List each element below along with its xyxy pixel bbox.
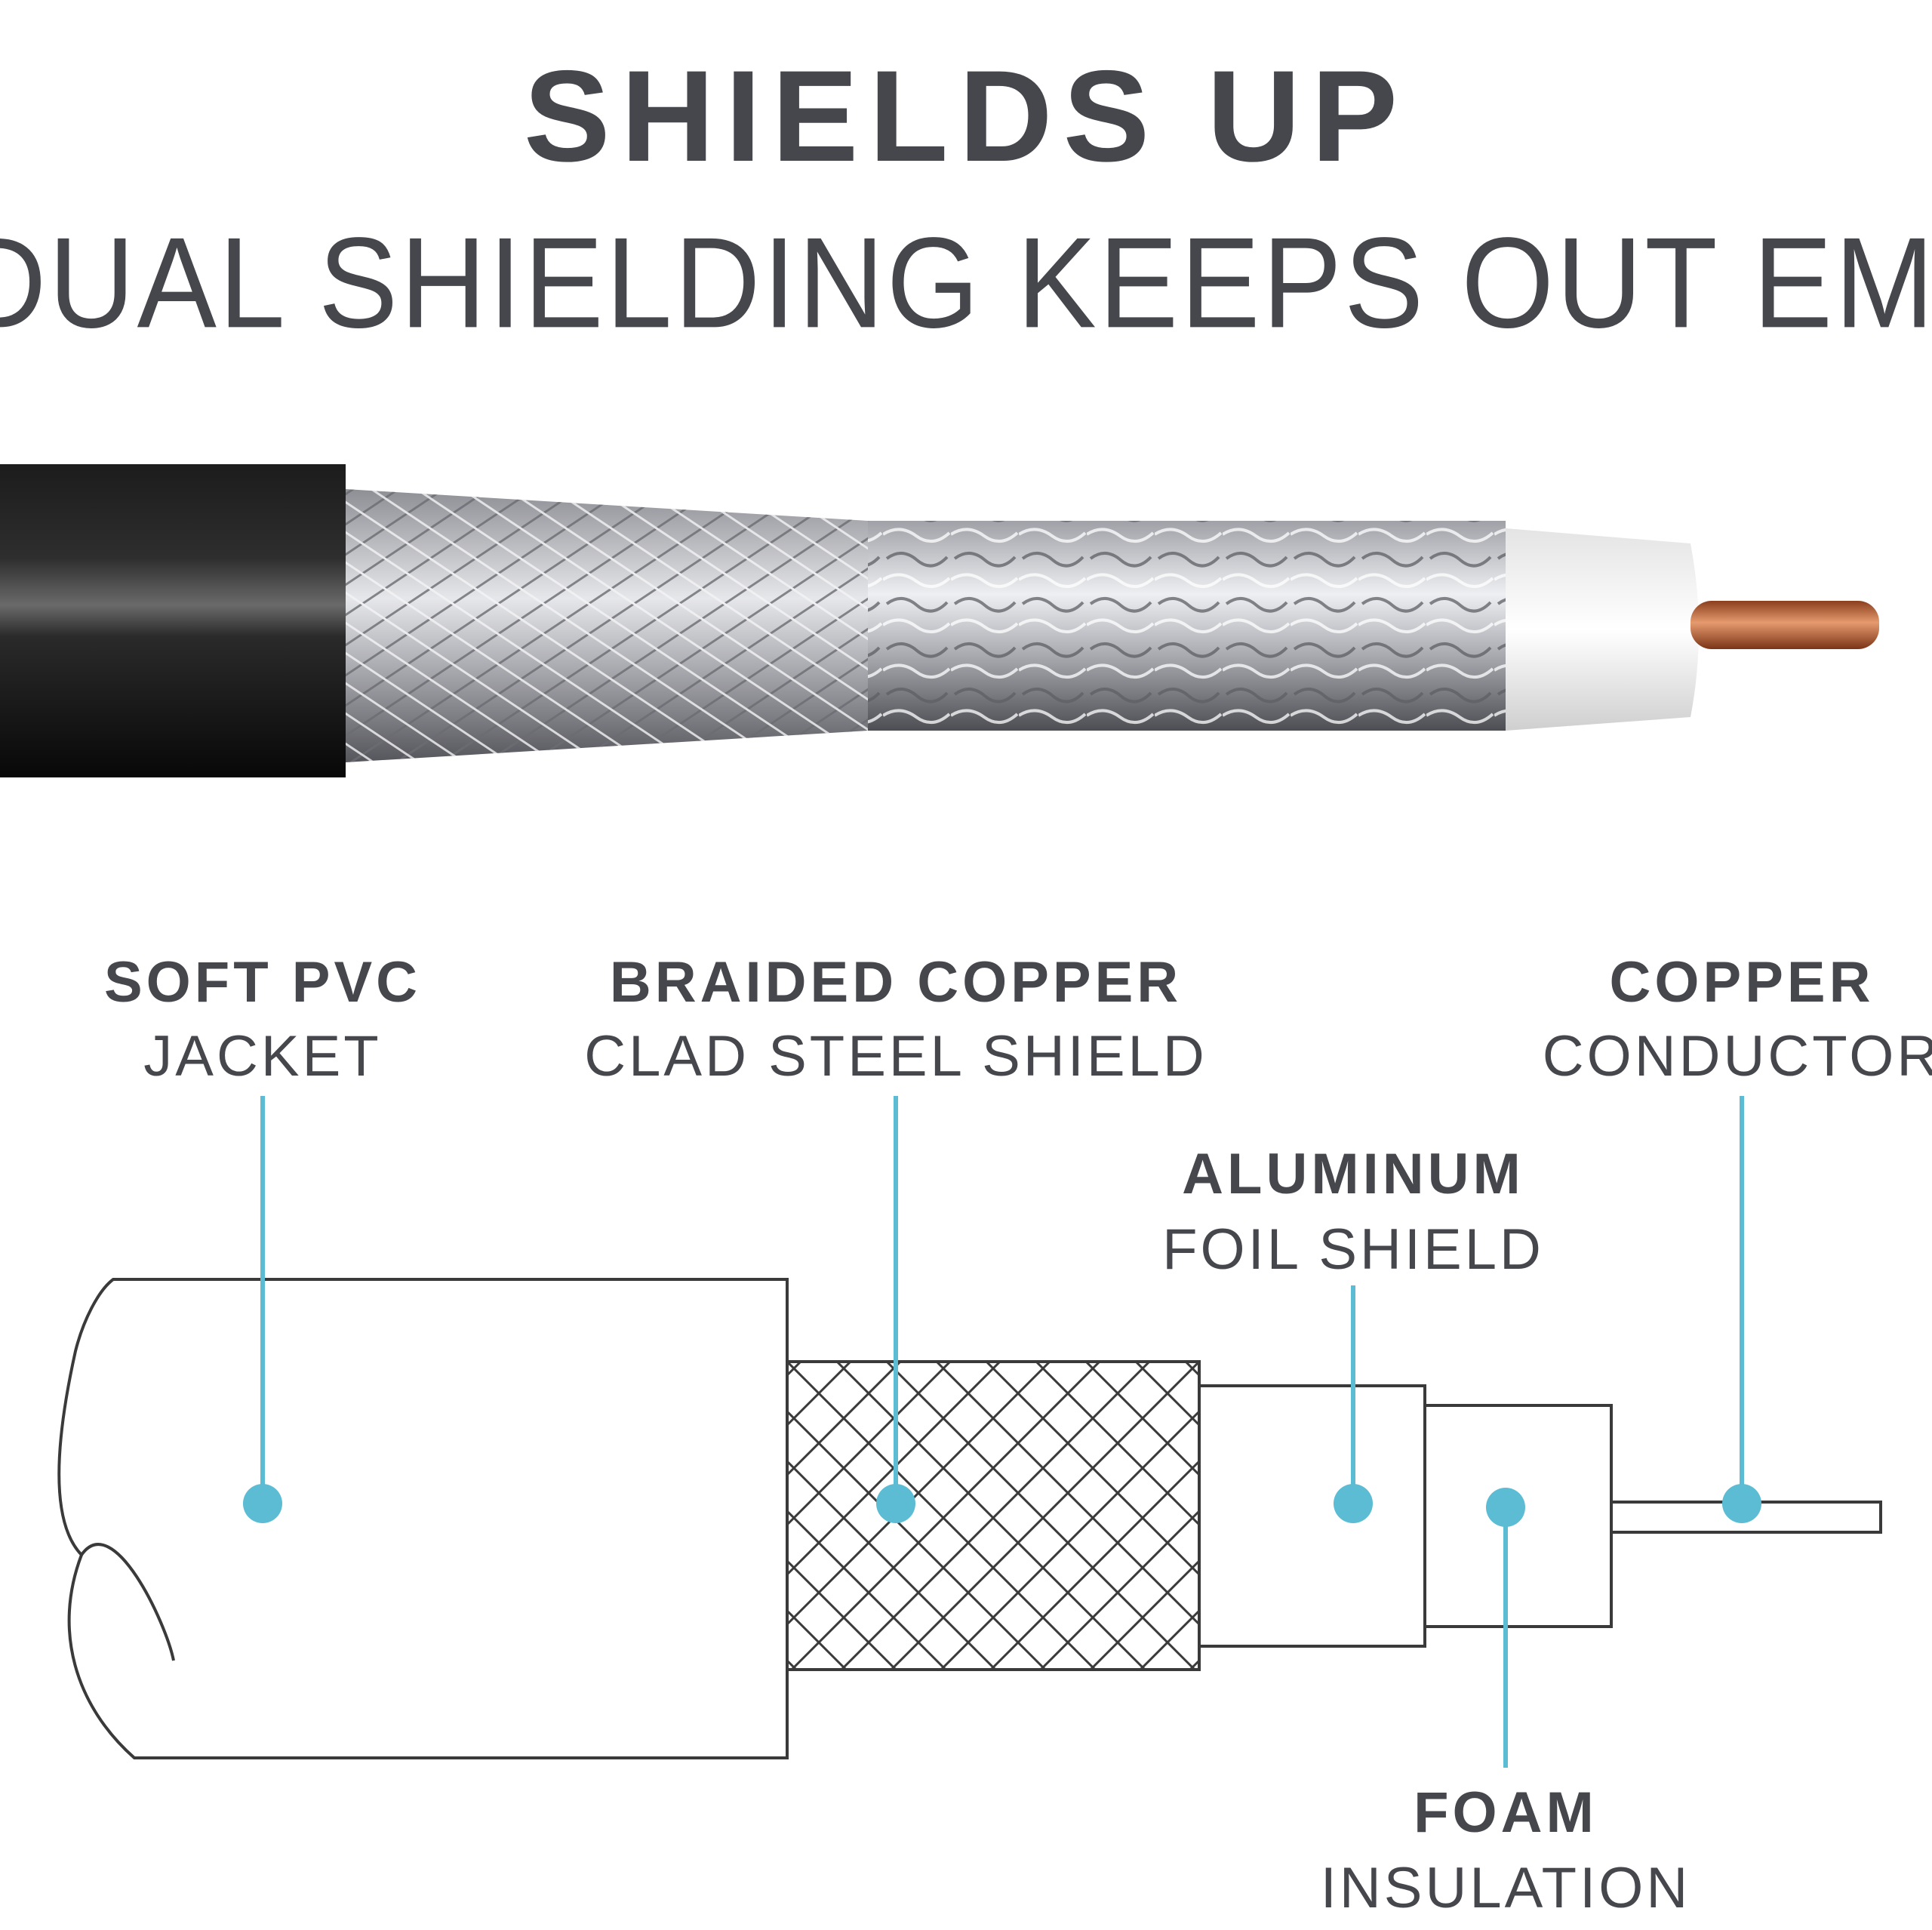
page-title: SHIELDS UP [523, 44, 1409, 189]
cable-photo [0, 464, 1879, 777]
photo-foam [1506, 528, 1699, 731]
dot-jacket [243, 1484, 282, 1523]
dot-foil [1334, 1484, 1373, 1523]
foam-label: INSULATION [1320, 1856, 1691, 1920]
conductor-label: CONDUCTOR [1542, 1024, 1932, 1088]
braid-label-bold: BRAIDED COPPER [609, 950, 1183, 1014]
photo-jacket [0, 464, 346, 777]
foil-label-bold: ALUMINUM [1182, 1142, 1524, 1206]
dot-foam [1486, 1488, 1525, 1527]
foil-label: FOIL SHIELD [1162, 1217, 1544, 1282]
conductor-label-bold: COPPER [1609, 950, 1875, 1014]
jacket-label-bold: SOFT PVC [103, 950, 422, 1014]
diagram-foil [1198, 1384, 1426, 1648]
diagram-jacket [57, 1278, 789, 1759]
dot-braid [876, 1484, 915, 1523]
jacket-label: JACKET [143, 1024, 382, 1088]
page-subtitle: DUAL SHIELDING KEEPS OUT EMI [0, 211, 1932, 356]
photo-copper [1690, 601, 1879, 649]
dot-conductor [1722, 1484, 1761, 1523]
braid-label: CLAD STEEL SHIELD [584, 1024, 1208, 1088]
foam-label-bold: FOAM [1414, 1781, 1598, 1845]
